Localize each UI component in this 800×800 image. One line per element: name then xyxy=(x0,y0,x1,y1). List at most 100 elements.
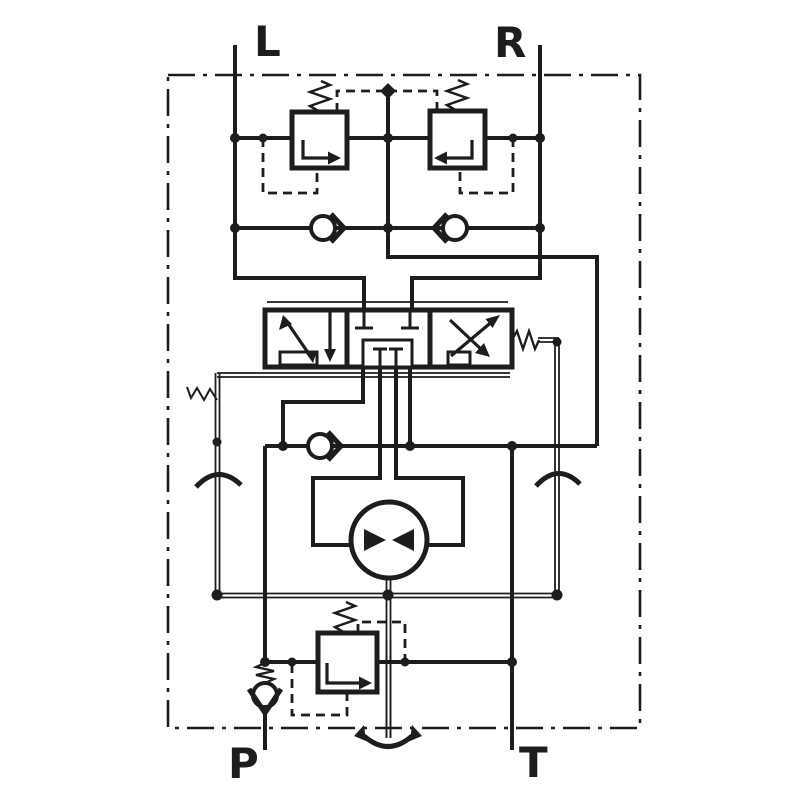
linkage-joint-dot xyxy=(211,589,223,601)
linkage-spring-icon xyxy=(186,386,218,403)
flow-path xyxy=(325,663,362,685)
inlet-check-valve xyxy=(246,661,284,718)
junction-dot xyxy=(258,133,268,143)
motor-line-right xyxy=(394,349,465,547)
spring-icon xyxy=(306,79,334,114)
flow-arrow-icon xyxy=(328,151,341,165)
flow-path xyxy=(445,140,474,160)
arrow-up-icon xyxy=(485,315,500,328)
shock-left-pilot xyxy=(261,138,319,195)
junction-dot xyxy=(287,657,297,667)
flow-path-cross-b xyxy=(448,318,485,353)
port-label-T: T xyxy=(519,738,548,787)
steering-wheel-tip-left xyxy=(354,725,366,741)
steering-wheel-arc xyxy=(362,734,414,749)
valve-center-position xyxy=(355,310,419,369)
pressure-relief-valve xyxy=(315,600,380,695)
junction-dots xyxy=(211,83,563,667)
check-ball-icon xyxy=(309,214,337,242)
spring-icon xyxy=(443,78,471,113)
feedback-link-left xyxy=(214,373,221,595)
flow-arrow-icon xyxy=(359,676,372,690)
enclosure-boundary xyxy=(166,73,642,730)
junction-dot xyxy=(278,441,288,451)
valve-left-position xyxy=(278,312,336,367)
anti-cavitation-check-valve-right xyxy=(430,212,469,244)
rotation-arc-left xyxy=(194,472,243,489)
valve-spring-icon xyxy=(510,327,541,353)
neutral-check-valve xyxy=(306,430,345,462)
spring-icon xyxy=(331,600,359,635)
flow-path-cross-a xyxy=(449,318,496,358)
blocked-port-icon xyxy=(401,310,419,330)
center-gallery-line xyxy=(386,97,599,446)
spring-icon xyxy=(252,661,278,685)
junction-dot xyxy=(400,657,410,667)
junction-dot xyxy=(535,133,545,143)
junction-dot xyxy=(405,441,415,451)
motor-line-left xyxy=(311,349,382,547)
port-R-line xyxy=(410,45,542,310)
shock-right-pilot xyxy=(458,138,515,195)
flow-path-diagonal xyxy=(285,321,313,358)
pilot-junction-diamond xyxy=(380,83,396,99)
shock-relief-valve-left xyxy=(289,79,350,171)
linkage-joint-dot xyxy=(552,337,562,347)
check-seat-icon xyxy=(246,687,284,718)
check-ball-icon xyxy=(441,214,469,242)
rotation-arcs xyxy=(194,471,582,489)
shock-relief-valve-right xyxy=(427,78,488,171)
linkage-joint-dot xyxy=(551,589,563,601)
feedback-link-right xyxy=(554,338,560,595)
junction-dot xyxy=(508,133,518,143)
junction-dot xyxy=(383,133,393,143)
valve-right-position xyxy=(446,315,500,367)
steering-wheel-icon xyxy=(354,725,422,749)
check-seat-icon xyxy=(326,430,345,462)
flow-path xyxy=(301,140,330,160)
metering-box xyxy=(361,338,414,369)
motor-arrow-left-icon xyxy=(364,529,386,551)
hydraulic-lines xyxy=(233,45,599,750)
junction-dot xyxy=(230,223,240,233)
shock-left-vent xyxy=(335,89,381,112)
port-label-P: P xyxy=(228,739,259,788)
port-box xyxy=(446,350,472,367)
directional-spool-valve xyxy=(262,307,541,370)
check-seat-icon xyxy=(329,212,348,244)
check-ball-icon xyxy=(306,432,334,460)
valve-section-dividers xyxy=(344,310,433,367)
valve-sleeve-link xyxy=(217,372,510,378)
relief-vent xyxy=(356,620,407,660)
arrow-up-icon xyxy=(279,315,292,330)
port-box xyxy=(278,350,319,367)
arrow-down-icon xyxy=(324,349,336,362)
junction-dot xyxy=(383,223,393,233)
port-label-R: R xyxy=(494,18,526,67)
motor-body xyxy=(348,499,430,581)
port-L-line xyxy=(233,45,366,310)
junction-dot xyxy=(535,223,545,233)
valve-return-branch xyxy=(281,367,365,446)
steering-wheel-tip-right xyxy=(410,725,422,741)
linkage-joint-dot xyxy=(212,437,222,447)
port-label-L: L xyxy=(254,17,281,66)
metering-ports xyxy=(373,347,403,367)
rotation-arc-right xyxy=(534,471,582,488)
anti-cavitation-check-valve-left xyxy=(309,212,348,244)
shock-right-vent xyxy=(395,89,439,111)
metering-motor xyxy=(348,499,430,581)
linkage-joint-dot xyxy=(382,589,394,601)
check-seat-icon xyxy=(430,212,449,244)
flow-arrow-icon xyxy=(434,151,447,165)
pilot-lines xyxy=(261,89,515,717)
junction-dot xyxy=(230,133,240,143)
arrow-down-icon xyxy=(305,351,317,363)
motor-arrow-right-icon xyxy=(392,529,414,551)
junction-dot xyxy=(260,657,270,667)
arrow-down-icon xyxy=(475,343,490,357)
blocked-port-icon xyxy=(355,310,373,330)
junction-dot xyxy=(507,441,517,451)
